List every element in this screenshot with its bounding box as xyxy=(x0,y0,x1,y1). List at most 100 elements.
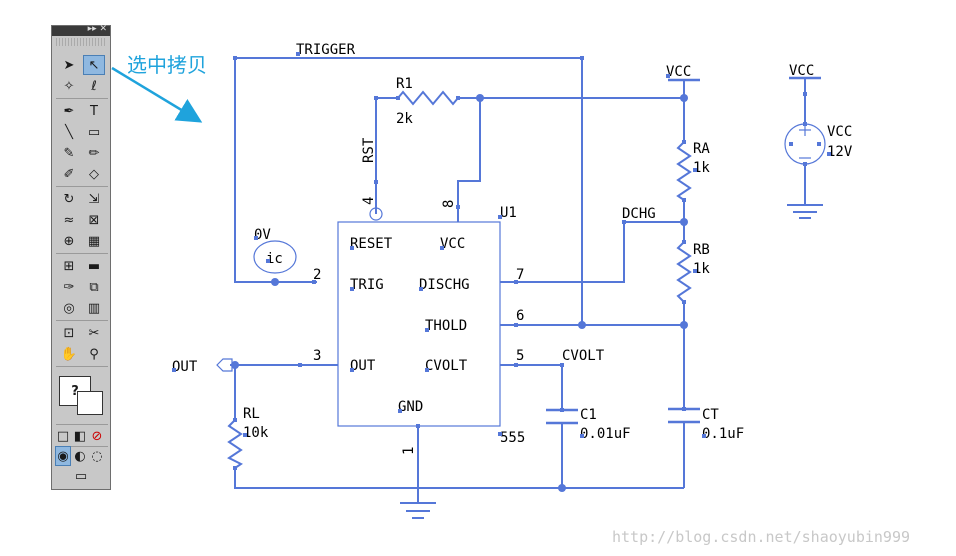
out-port-icon xyxy=(216,358,233,372)
none-mode-glyph: ⊘ xyxy=(91,428,103,444)
direct-selection-tool-icon[interactable]: ↖ xyxy=(83,55,105,75)
label-c1: C1 xyxy=(580,407,597,423)
pen-tool-icon[interactable]: ✒ xyxy=(58,101,80,121)
rotate-tool-icon[interactable]: ↻ xyxy=(58,189,80,209)
stroke-swatch-icon[interactable] xyxy=(77,391,103,415)
rectangle-tool-icon[interactable]: ▭ xyxy=(83,122,105,142)
label-thold: THOLD xyxy=(425,318,467,334)
label-vcc-source-top: VCC xyxy=(789,63,814,79)
mesh-tool-glyph: ⊞ xyxy=(63,258,75,274)
color-mode-icon[interactable]: □ xyxy=(55,426,71,446)
label-pin3: 3 xyxy=(313,348,321,364)
panel-collapse-close-icons[interactable]: ▸▸ ✕ xyxy=(87,24,107,34)
shape-builder-tool-icon[interactable]: ⊕ xyxy=(58,231,80,251)
label-u1: U1 xyxy=(500,205,517,221)
line-tool-glyph: ╲ xyxy=(65,124,73,140)
label-rb-value: 1k xyxy=(693,261,710,277)
label-rl: RL xyxy=(243,406,260,422)
label-c1-value: 0.01uF xyxy=(580,426,631,442)
draw-normal-icon[interactable]: ◉ xyxy=(55,446,71,466)
label-ra-value: 1k xyxy=(693,160,710,176)
magic-wand-tool-icon[interactable]: ✧ xyxy=(58,76,80,96)
label-ct-value: 0.1uF xyxy=(702,426,744,442)
type-tool-icon[interactable]: T xyxy=(83,101,105,121)
scale-tool-icon[interactable]: ⇲ xyxy=(83,189,105,209)
resistor-r1 xyxy=(397,90,459,106)
label-r1: R1 xyxy=(396,76,413,92)
selection-tool-icon[interactable]: ➤ xyxy=(58,55,80,75)
tools-divider xyxy=(56,320,108,321)
label-pin4: 4 xyxy=(361,197,377,205)
pencil-tool-icon[interactable]: ✏ xyxy=(83,143,105,163)
artboard-tool-glyph: ⊡ xyxy=(63,325,75,341)
free-transform-tool-icon[interactable]: ⊠ xyxy=(83,210,105,230)
label-rl-value: 10k xyxy=(243,425,269,441)
label-cvolt: CVOLT xyxy=(562,348,605,364)
perspective-tool-icon[interactable]: ▦ xyxy=(83,231,105,251)
shape-builder-tool-glyph: ⊕ xyxy=(63,233,75,249)
draw-inside-glyph: ◌ xyxy=(91,448,103,464)
none-mode-icon[interactable]: ⊘ xyxy=(89,426,105,446)
resistors xyxy=(227,90,692,469)
label-vcc-pin: VCC xyxy=(440,236,465,252)
label-ra: RA xyxy=(693,141,710,157)
eyedropper-tool-icon[interactable]: ✑ xyxy=(58,277,80,297)
label-out: OUT xyxy=(172,359,198,375)
draw-behind-icon[interactable]: ◐ xyxy=(72,446,88,466)
zoom-tool-icon[interactable]: ⚲ xyxy=(83,344,105,364)
eraser-tool-icon[interactable]: ◇ xyxy=(83,164,105,184)
type-tool-glyph: T xyxy=(90,103,98,119)
callout-arrow xyxy=(111,66,203,123)
label-pin1: 1 xyxy=(401,447,417,455)
tools-divider xyxy=(56,424,108,425)
lasso-tool-icon[interactable]: ℓ xyxy=(83,76,105,96)
label-0v: 0V xyxy=(254,227,271,243)
draw-inside-icon[interactable]: ◌ xyxy=(89,446,105,466)
artboard-tool-icon[interactable]: ⊡ xyxy=(58,323,80,343)
mesh-tool-icon[interactable]: ⊞ xyxy=(58,256,80,276)
wire-pin8 xyxy=(457,98,481,222)
wire-cvolt xyxy=(500,364,563,410)
hand-tool-icon[interactable]: ✋ xyxy=(58,344,80,364)
label-trig: TRIG xyxy=(350,277,384,293)
paintbrush-tool-icon[interactable]: ✎ xyxy=(58,143,80,163)
label-rst: RST xyxy=(361,137,377,163)
slice-tool-icon[interactable]: ✂ xyxy=(83,323,105,343)
gradient-mode-glyph: ◧ xyxy=(73,428,87,444)
label-pin5: 5 xyxy=(516,348,524,364)
capacitors xyxy=(546,407,700,425)
tools-divider xyxy=(56,186,108,187)
gradient-tool-icon[interactable]: ▬ xyxy=(83,256,105,276)
column-graph-tool-glyph: ▥ xyxy=(87,300,101,316)
slice-tool-glyph: ✂ xyxy=(88,325,100,341)
label-pin8: 8 xyxy=(441,200,457,208)
label-pin6: 6 xyxy=(516,308,524,324)
blob-brush-tool-icon[interactable]: ✐ xyxy=(58,164,80,184)
tools-panel-header[interactable]: ▸▸ ✕ xyxy=(52,24,110,36)
column-graph-tool-icon[interactable]: ▥ xyxy=(83,298,105,318)
blend-tool-icon[interactable]: ⧉ xyxy=(83,277,105,297)
pencil-tool-glyph: ✏ xyxy=(88,145,100,161)
wire-dchg xyxy=(500,222,625,283)
tools-panel: ▸▸ ✕ ➤↖✧ℓ✒T╲▭✎✏✐◇↻⇲≈⊠⊕▦⊞▬✑⧉◎▥⊡✂✋⚲ ? □ ◧ … xyxy=(51,24,111,490)
warp-tool-icon[interactable]: ≈ xyxy=(58,210,80,230)
ground-symbols xyxy=(400,204,823,519)
schematic-labels: TRIGGER R1 2k RST 4 8 U1 RESET VCC TRIG … xyxy=(172,42,853,455)
label-555: 555 xyxy=(500,430,525,446)
free-transform-tool-glyph: ⊠ xyxy=(88,212,100,228)
direct-selection-tool-glyph: ↖ xyxy=(88,57,100,73)
perspective-tool-glyph: ▦ xyxy=(87,233,101,249)
gradient-mode-icon[interactable]: ◧ xyxy=(72,426,88,446)
screen-mode-glyph: ▭ xyxy=(74,468,88,484)
label-cvolt-pin: CVOLT xyxy=(425,358,468,374)
screen-mode-icon[interactable]: ▭ xyxy=(70,466,92,486)
wires xyxy=(230,57,806,502)
label-reset: RESET xyxy=(350,236,393,252)
label-vcc-source-value: 12V xyxy=(827,144,853,160)
symbol-sprayer-tool-icon[interactable]: ◎ xyxy=(58,298,80,318)
line-tool-icon[interactable]: ╲ xyxy=(58,122,80,142)
tools-divider xyxy=(56,98,108,99)
ic-marker xyxy=(253,240,297,274)
callout-text: 选中拷贝 xyxy=(127,53,207,77)
panel-grip[interactable] xyxy=(56,38,106,46)
